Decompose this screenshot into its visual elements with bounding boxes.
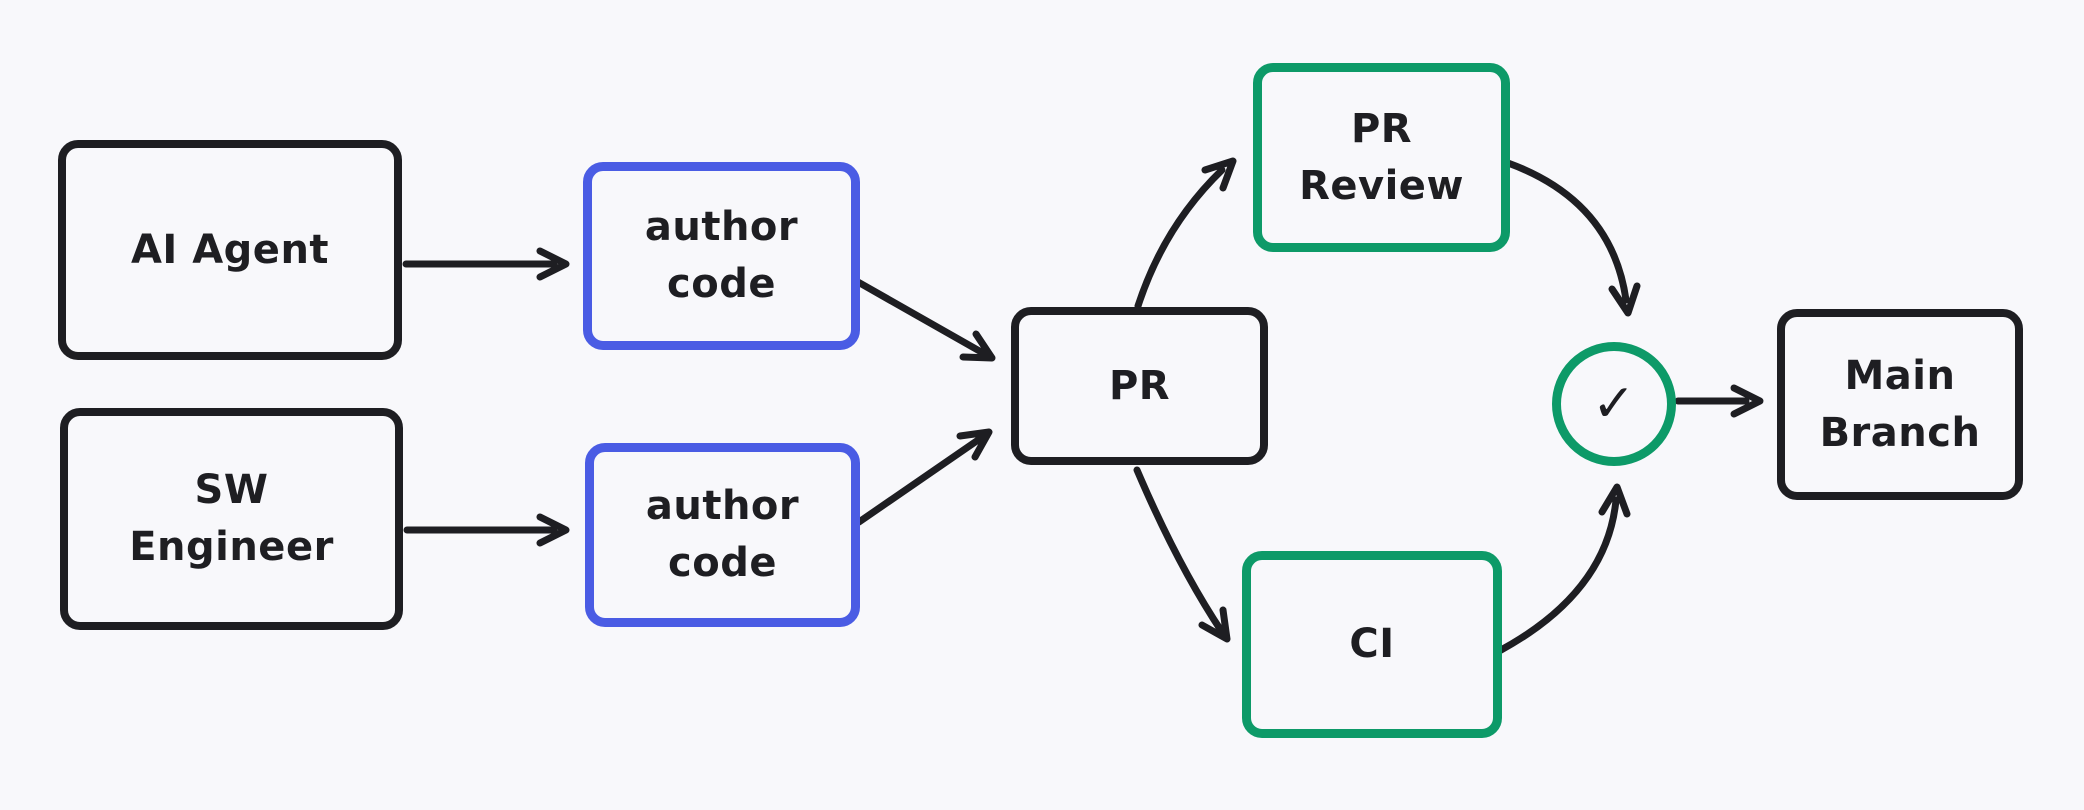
node-main-branch: Main Branch <box>1777 309 2023 500</box>
node-main-branch-label-line1: Main <box>1844 352 1956 399</box>
node-author-code-top: author code <box>583 162 860 350</box>
arrow-author-code-bottom-to-pr <box>855 428 993 526</box>
node-ci-label: CI <box>1349 621 1395 667</box>
node-sw-engineer-label-line2: Engineer <box>129 524 334 570</box>
arrow-pr-to-pr-review <box>1134 157 1237 310</box>
node-pr: PR <box>1011 307 1268 465</box>
node-ai-agent: AI Agent <box>58 140 402 360</box>
arrow-ci-to-check <box>1497 483 1631 654</box>
node-check-circle: ✓ <box>1552 342 1676 466</box>
node-author-code-bottom-label-line1: author <box>645 483 800 529</box>
arrow-pr-to-ci <box>1133 466 1231 643</box>
node-pr-review-label-line1: PR <box>1350 105 1413 152</box>
node-author-code-top-label-line1: author <box>644 204 799 250</box>
node-pr-review-label-line2: Review <box>1299 162 1464 209</box>
arrow-sw-engineer-to-author-code-bottom <box>403 513 570 547</box>
node-sw-engineer-label-line1: SW <box>194 467 269 513</box>
node-author-code-bottom: author code <box>585 443 860 627</box>
arrow-check-to-main-branch <box>1674 384 1764 418</box>
arrow-pr-review-to-check <box>1504 159 1641 317</box>
node-sw-engineer: SW Engineer <box>60 408 403 630</box>
check-icon: ✓ <box>1591 374 1637 434</box>
arrow-ai-agent-to-author-code-top <box>402 247 570 281</box>
node-pr-label: PR <box>1108 362 1171 409</box>
node-ci: CI <box>1242 551 1502 738</box>
node-author-code-top-label-line2: code <box>667 261 776 307</box>
arrow-author-code-top-to-pr <box>854 278 996 362</box>
node-main-branch-label-line2: Branch <box>1819 409 1981 456</box>
node-ai-agent-label: AI Agent <box>130 226 330 273</box>
node-pr-review: PR Review <box>1253 63 1510 252</box>
node-author-code-bottom-label-line2: code <box>668 540 777 586</box>
